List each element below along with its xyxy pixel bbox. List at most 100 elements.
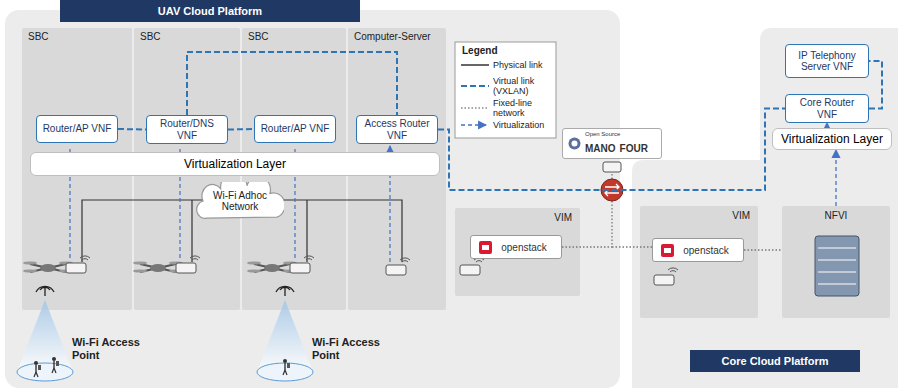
- node-text: Access Router VNF: [361, 118, 433, 141]
- virtual-link: [228, 128, 254, 131]
- coverage-area: [17, 363, 73, 381]
- virtualization-arrow: [835, 150, 836, 206]
- legend-row: Physical link: [460, 60, 555, 70]
- mano-box: Open SourceMANO FOUR: [562, 128, 662, 159]
- openstack-box: openstack: [470, 235, 562, 259]
- vnf-box: Core Router VNF: [785, 94, 869, 123]
- node-text: IP Telephony Server VNF: [790, 50, 864, 73]
- logo-inner: [572, 140, 578, 146]
- node-text: Open Source: [585, 131, 657, 138]
- vnf-box: IP Telephony Server VNF: [785, 44, 869, 78]
- vnf-box: Router/AP VNF: [36, 115, 118, 143]
- legend-sample: [460, 81, 490, 91]
- vnf-box: Router/AP VNF: [254, 115, 336, 143]
- access-point-label: Wi-Fi Access Point: [72, 336, 154, 361]
- platform-header: UAV Cloud Platform: [60, 0, 360, 22]
- openstack-logo: [479, 241, 492, 254]
- legend-row: Virtualization: [460, 120, 555, 130]
- node-text: NFVI: [790, 210, 882, 221]
- legend-text: Virtualization: [493, 120, 555, 130]
- logo-inner: [664, 248, 671, 253]
- openstack-logo: [661, 244, 674, 257]
- nfvi-box-ground: [782, 206, 890, 318]
- node-text: FOUR: [620, 143, 648, 155]
- vim-box: VIM openstack: [640, 206, 758, 318]
- platform-region-ground: [5, 10, 620, 388]
- vim-host-device: [654, 268, 678, 285]
- node-text: SBC: [28, 31, 126, 42]
- access-point-label: Wi-Fi Access Point: [312, 336, 394, 361]
- vnf-box: Access Router VNF: [356, 115, 438, 144]
- openstack-box: openstack: [652, 238, 744, 262]
- access-point-device: [290, 256, 314, 273]
- legend-sample: [460, 103, 490, 113]
- user-figure: [283, 359, 290, 375]
- legend-text: Fixed-line network: [493, 98, 555, 119]
- node-text: Router/AP VNF: [43, 123, 112, 135]
- vnf-box: Router/DNS VNF: [146, 115, 228, 144]
- node-text: SBC: [248, 31, 340, 42]
- cloud-outline: [197, 182, 284, 218]
- node-text: VIM: [648, 210, 750, 221]
- network-cloud: Wi-Fi Adhoc Network: [196, 182, 284, 220]
- legend-title: Legend: [462, 45, 522, 57]
- node-text: Router/AP VNF: [261, 123, 330, 135]
- virtualization-layer: Virtualization Layer: [30, 152, 440, 176]
- node-text: Computer-Server: [354, 31, 440, 42]
- antenna-symbol: [276, 286, 294, 296]
- node-text: SBC: [140, 31, 234, 42]
- antenna-symbol: [36, 286, 54, 296]
- access-point-device: [176, 256, 200, 273]
- node-text: openstack: [683, 245, 729, 256]
- vim-box-ground: [455, 208, 580, 296]
- node-text: openstack: [501, 242, 547, 253]
- node-text: Virtualization Layer: [781, 132, 883, 146]
- vim-box-ground: [640, 206, 758, 318]
- access-point-device: [66, 256, 90, 273]
- legend-row: Fixed-line network: [460, 98, 555, 119]
- nfvi-box: NFVI: [782, 206, 890, 318]
- access-point-device: [386, 258, 410, 275]
- virtual-link: [118, 128, 146, 131]
- virtual-link: [438, 109, 785, 191]
- virtualization-layer: Virtualization Layer: [772, 128, 892, 150]
- logo-square: [661, 244, 674, 257]
- core-region-ground: [632, 28, 898, 388]
- logo-circle: [569, 137, 581, 149]
- node-text: Virtualization Layer: [184, 157, 286, 171]
- fixed-line: [562, 172, 652, 247]
- legend-sample: [460, 120, 490, 130]
- legend-line: [461, 108, 489, 110]
- legend-row: Virtual link (VXLAN): [460, 76, 555, 97]
- fixed-line: [744, 249, 782, 250]
- logo-inner: [482, 245, 489, 250]
- logo-square: [479, 241, 492, 254]
- platform-header: Core Cloud Platform: [690, 350, 860, 372]
- legend-line: [461, 85, 489, 87]
- server-rack: [815, 236, 859, 296]
- vim-box: VIMopenstack: [455, 208, 580, 296]
- node-text: Router/DNS VNF: [151, 118, 223, 141]
- virtual-link: [187, 52, 397, 115]
- node-text: MANO: [585, 143, 616, 155]
- legend-line: [461, 125, 486, 126]
- user-figure: [52, 357, 59, 373]
- legend-box: [455, 42, 556, 138]
- legend-sample: [460, 60, 490, 70]
- vim-host-device: [460, 258, 484, 275]
- virtual-link: [869, 61, 882, 109]
- server-slots: [818, 248, 856, 284]
- mano-host-device: [603, 162, 621, 172]
- node-text: Core Router VNF: [790, 97, 864, 120]
- legend-line: [461, 64, 489, 66]
- server-body: [815, 236, 859, 296]
- legend-text: Physical link: [493, 60, 555, 70]
- mano-logo: [568, 137, 581, 150]
- platform-region: Core Cloud Platform IP Telephony Server V…: [632, 28, 898, 388]
- legend-text: Virtual link (VXLAN): [493, 76, 555, 97]
- user-figure: [34, 361, 41, 377]
